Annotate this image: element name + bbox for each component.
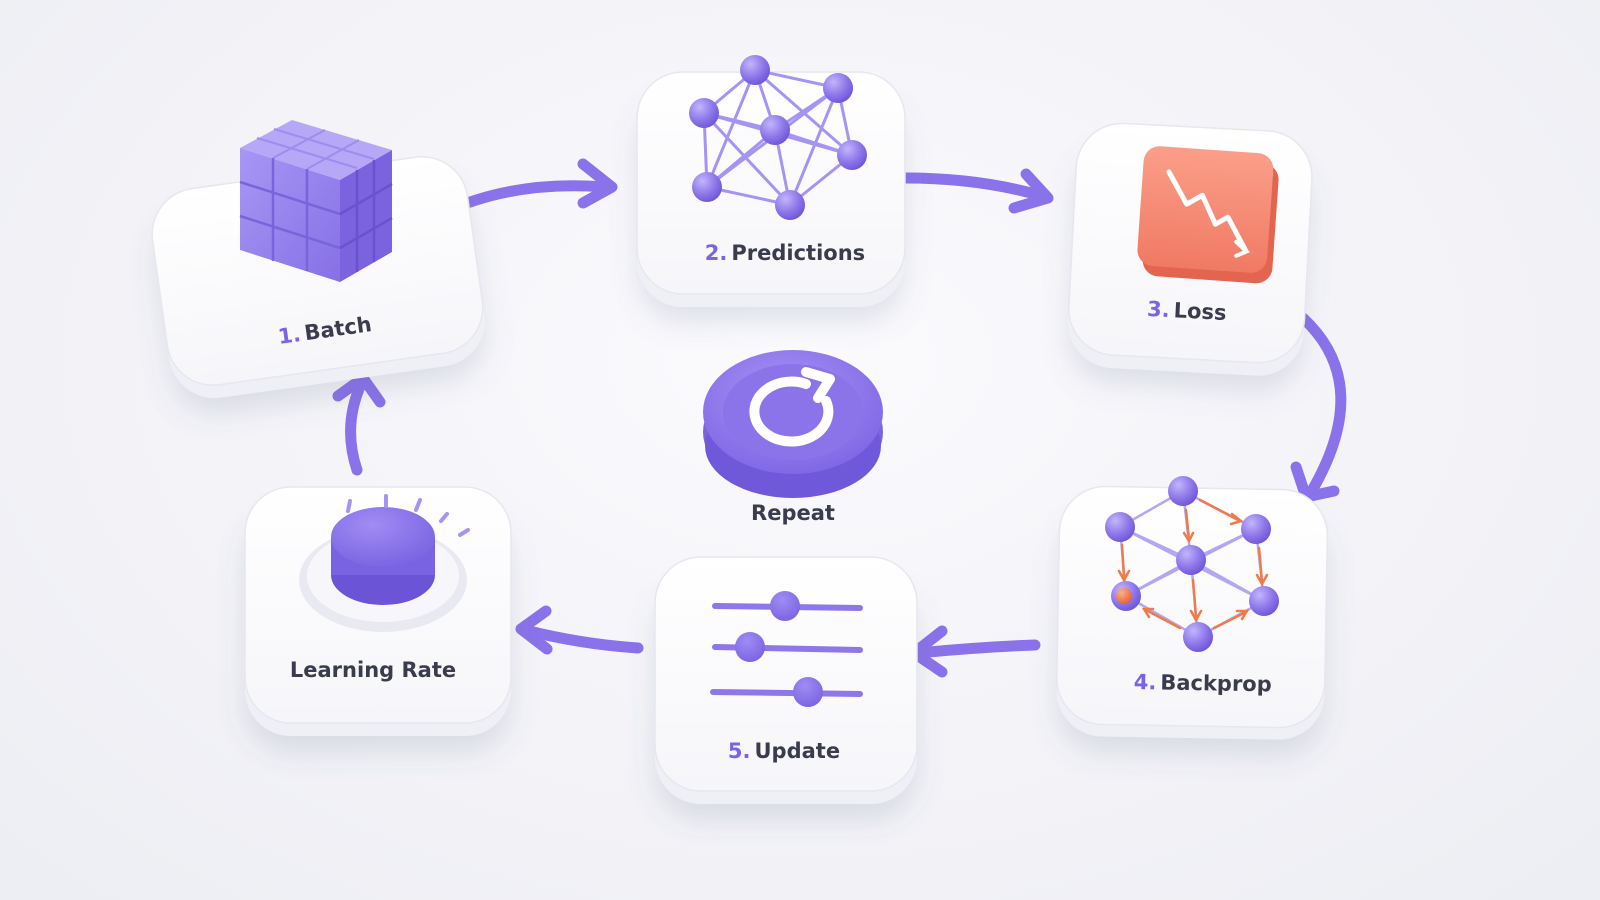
arrow-predictions-to-loss (899, 168, 1054, 214)
step-label-loss: 3.Loss (1147, 297, 1228, 325)
arrow-backprop-to-update (908, 625, 1041, 678)
slider-knob-2 (735, 632, 765, 662)
learning-rate-label: Learning Rate (290, 658, 456, 682)
refresh-icon (749, 367, 835, 447)
arrow-loss-to-backprop (1290, 312, 1347, 503)
backprop-network-icon (1105, 476, 1279, 652)
sliders-icon (710, 591, 863, 707)
step-card-update[interactable]: 5.Update (654, 556, 918, 804)
arrow-batch-to-predictions (439, 158, 618, 218)
center-label-repeat: Repeat (751, 501, 835, 525)
repeat-button[interactable]: Repeat (703, 350, 883, 525)
dial-knob-icon (299, 494, 470, 632)
cube-grid-icon (239, 120, 393, 282)
step-label-backprop: 4.Backprop (1134, 670, 1272, 696)
step-card-predictions[interactable]: 2.Predictions (636, 71, 906, 307)
slider-knob-3 (793, 677, 823, 707)
loss-chart-icon (1137, 146, 1279, 284)
slider-knob-1 (770, 591, 800, 621)
step-label-update: 5.Update (728, 739, 840, 763)
arrow-learning-rate-to-batch (332, 372, 386, 476)
arrow-update-to-learning-rate (515, 605, 644, 655)
network-icon (689, 55, 867, 220)
step-label-predictions: 2.Predictions (705, 241, 865, 265)
